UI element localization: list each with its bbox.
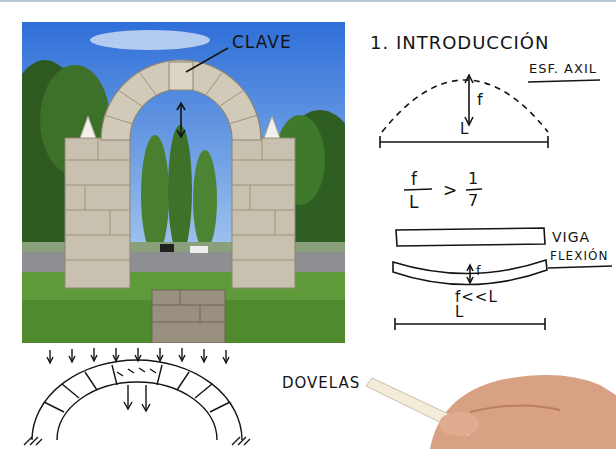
fraction-part: f (411, 171, 418, 188)
dimension: f<<L (455, 290, 498, 305)
dimension: L (460, 122, 469, 137)
arch-scheme (380, 75, 600, 190)
hand-with-stylus (366, 375, 616, 449)
part-name: CLAVE (232, 34, 292, 51)
fraction-part: > (443, 182, 458, 199)
part-name: DOVELAS (282, 376, 360, 391)
fraction-part: L (409, 194, 419, 211)
leader-line (186, 48, 228, 72)
fraction-part: 1 (468, 171, 479, 187)
dimension: L (455, 305, 464, 320)
voussoir-sketch (24, 348, 250, 445)
beam-scheme (393, 228, 612, 330)
force-note: FLEXIÓN (550, 250, 608, 262)
element-name: VIGA (552, 230, 590, 244)
arch-photo (22, 22, 345, 343)
rise-arrow (177, 103, 185, 137)
force-note: ESF. AXIL (529, 62, 597, 75)
fraction-part: 7 (468, 193, 479, 209)
section-heading: 1. INTRODUCCIÓN (370, 34, 549, 52)
dimension: f (477, 92, 484, 108)
dimension: f (476, 264, 482, 277)
